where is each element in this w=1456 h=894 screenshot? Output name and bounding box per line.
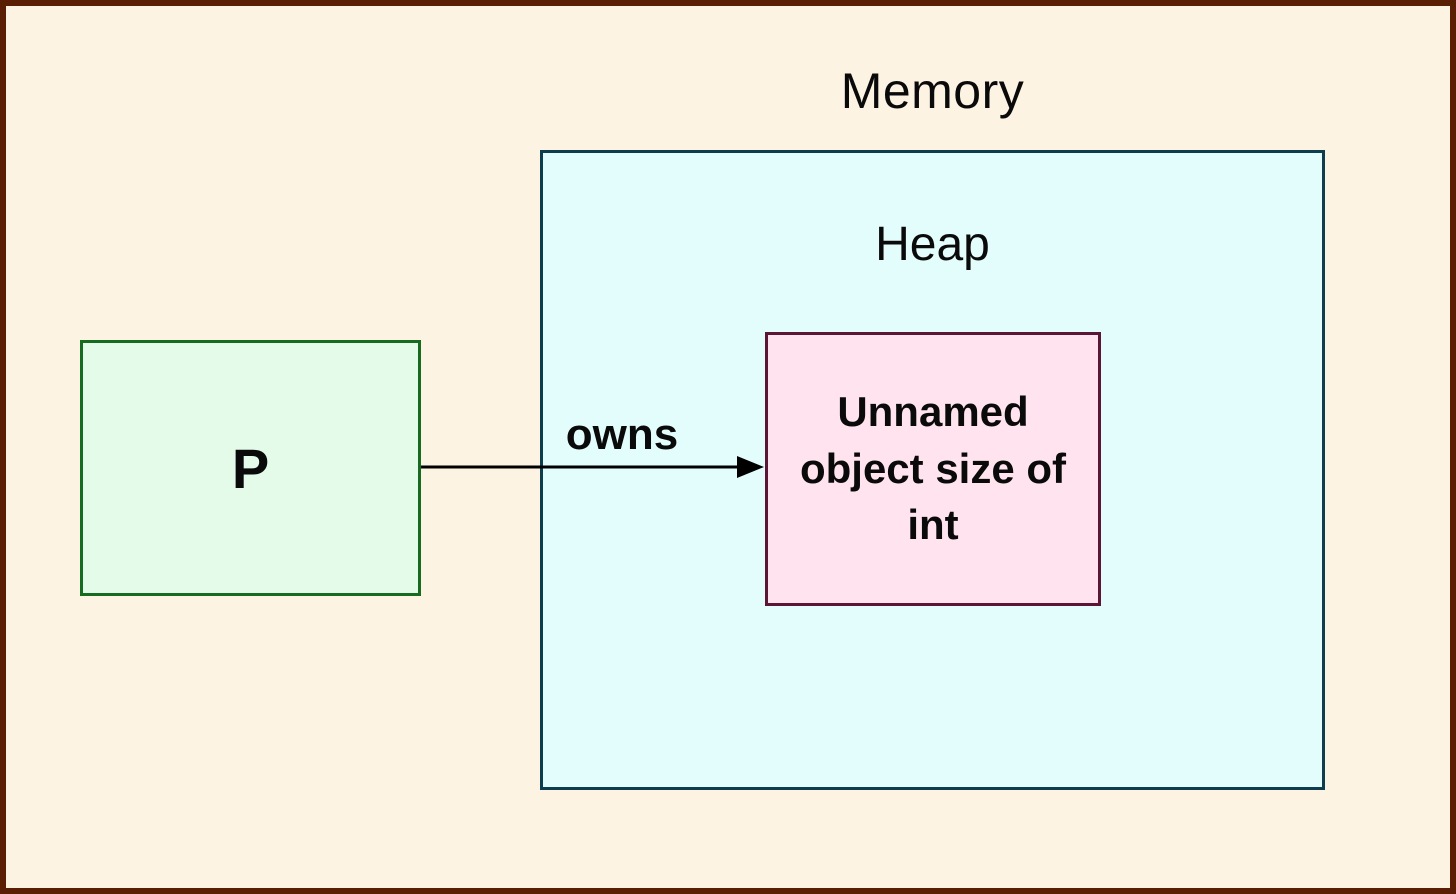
pointer-label: P [231, 436, 270, 500]
pointer-box: P [80, 340, 421, 596]
heap-label: Heap [875, 218, 990, 271]
owns-label: owns [565, 410, 679, 459]
object-box: Unnamed object size of int [765, 332, 1101, 606]
object-label: Unnamed object size of int [799, 387, 1067, 549]
memory-label: Memory [840, 63, 1025, 119]
